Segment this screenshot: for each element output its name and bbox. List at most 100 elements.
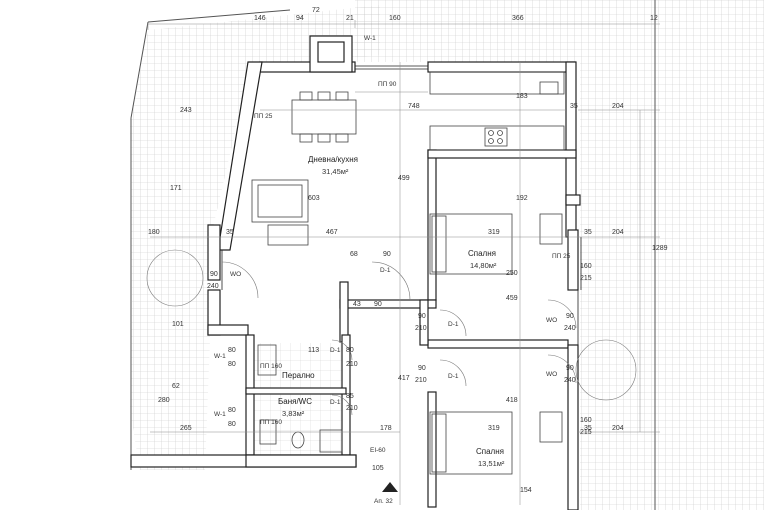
living-room-area: 31,45м²	[322, 167, 349, 176]
living-room-name: Дневна/кухня	[308, 155, 358, 164]
hall-name: Перално	[282, 371, 315, 380]
tag-ei60: EI-60	[370, 447, 386, 454]
tag-wo-a: WO	[230, 271, 241, 278]
dim-215-b: 215	[580, 429, 592, 436]
dim-90-e: 90	[566, 313, 574, 320]
tag-pp25-b: ПП 25	[552, 253, 571, 260]
windows	[221, 65, 582, 345]
terrace-drains	[146, 249, 637, 401]
dim-417: 417	[398, 375, 410, 382]
tag-d1-c: D-1	[330, 347, 341, 354]
bed-2	[429, 411, 563, 475]
tag-w1-a: W-1	[214, 353, 226, 360]
dim-748: 748	[408, 103, 420, 110]
dim-240-b: 240	[564, 325, 576, 332]
bath-floor	[253, 343, 346, 455]
terrace-top	[355, 0, 580, 62]
bedroom-2-area: 13,51м²	[478, 459, 505, 468]
dim-459: 459	[506, 295, 518, 302]
dim-top-366: 366	[512, 15, 524, 22]
dim-192: 192	[516, 195, 528, 202]
dim-top-160: 160	[389, 15, 401, 22]
dim-90-g: 90	[566, 365, 574, 372]
dim-80-c: 80	[346, 347, 354, 354]
bath-name: Баня/WC	[278, 397, 312, 406]
dim-43: 43	[353, 301, 361, 308]
dim-183: 183	[516, 93, 528, 100]
dining-table	[291, 91, 357, 143]
dim-90-f: 90	[418, 365, 426, 372]
dim-top-21: 21	[346, 15, 354, 22]
dim-204-bot: 204	[612, 425, 624, 432]
dim-280: 280	[158, 397, 170, 404]
dim-160-a: 160	[580, 263, 592, 270]
dim-101: 101	[172, 321, 184, 328]
dim-68: 68	[350, 251, 358, 258]
dim-171: 171	[170, 185, 182, 192]
entrance-arrow-icon	[382, 482, 398, 492]
dim-243: 243	[180, 107, 192, 114]
dim-85: 85	[346, 393, 354, 400]
tag-wo-c: WO	[546, 371, 557, 378]
dim-90-a: 90	[383, 251, 391, 258]
dim-35-top: 35	[570, 103, 578, 110]
dim-210-b: 210	[346, 361, 358, 368]
door-swings	[221, 261, 577, 416]
dim-210-a: 210	[415, 325, 427, 332]
tag-pp90: ПП 90	[378, 81, 397, 88]
tag-w1-b: W-1	[214, 411, 226, 418]
bedroom-1-name: Спалня	[468, 249, 496, 258]
dim-90-c: 90	[374, 301, 382, 308]
tag-d1-a: D-1	[380, 267, 391, 274]
dim-215-a: 215	[580, 275, 592, 282]
dim-250: 250	[506, 270, 518, 277]
tag-pp160-a: ПП 160	[260, 363, 282, 370]
bedroom-1-area: 14,80м²	[470, 261, 497, 270]
tag-d1-e: D-1	[330, 399, 341, 406]
dim-35-bot: 35	[584, 425, 592, 432]
dim-603: 603	[308, 195, 320, 202]
terrace-right	[580, 0, 764, 510]
dim-80-d: 80	[228, 407, 236, 414]
sofa	[251, 179, 309, 246]
dimension-lines	[147, 20, 660, 505]
dim-90-b: 90	[210, 271, 218, 278]
dim-80-b: 80	[228, 361, 236, 368]
dim-35-left: 35	[226, 229, 234, 236]
dim-top-12: 12	[650, 15, 658, 22]
tag-d1-b: D-1	[448, 321, 459, 328]
tag-pp25-a: ПП 25	[254, 113, 273, 120]
dim-210-d: 210	[346, 405, 358, 412]
dim-180: 180	[148, 229, 160, 236]
dim-top-146: 146	[254, 15, 266, 22]
dim-top-94: 94	[296, 15, 304, 22]
terrace-left	[130, 5, 380, 470]
dim-160-b: 160	[580, 417, 592, 424]
dim-240-c: 240	[564, 377, 576, 384]
apartment-label: Ап. 32	[374, 498, 393, 505]
dim-178: 178	[380, 425, 392, 432]
dim-418: 418	[506, 397, 518, 404]
dim-62: 62	[172, 383, 180, 390]
bed-1	[429, 213, 563, 275]
dim-80-e: 80	[228, 421, 236, 428]
dim-90-d: 90	[418, 313, 426, 320]
tag-w1-top: W-1	[364, 35, 376, 42]
dim-80-a: 80	[228, 347, 236, 354]
kitchen-counter	[429, 71, 565, 151]
dim-467: 467	[326, 229, 338, 236]
dim-35-mid: 35	[584, 229, 592, 236]
tag-d1-d: D-1	[448, 373, 459, 380]
dim-1289: 1289	[652, 245, 668, 252]
bedroom-2-name: Спалня	[476, 447, 504, 456]
bath-area: 3,83м²	[282, 409, 305, 418]
dim-210-c: 210	[415, 377, 427, 384]
tag-wo-b: WO	[546, 317, 557, 324]
dim-319-b: 319	[488, 425, 500, 432]
walls	[130, 35, 581, 510]
dim-113: 113	[308, 347, 319, 354]
dim-154: 154	[520, 487, 532, 494]
dim-204-top: 204	[612, 103, 624, 110]
dim-499: 499	[398, 175, 410, 182]
